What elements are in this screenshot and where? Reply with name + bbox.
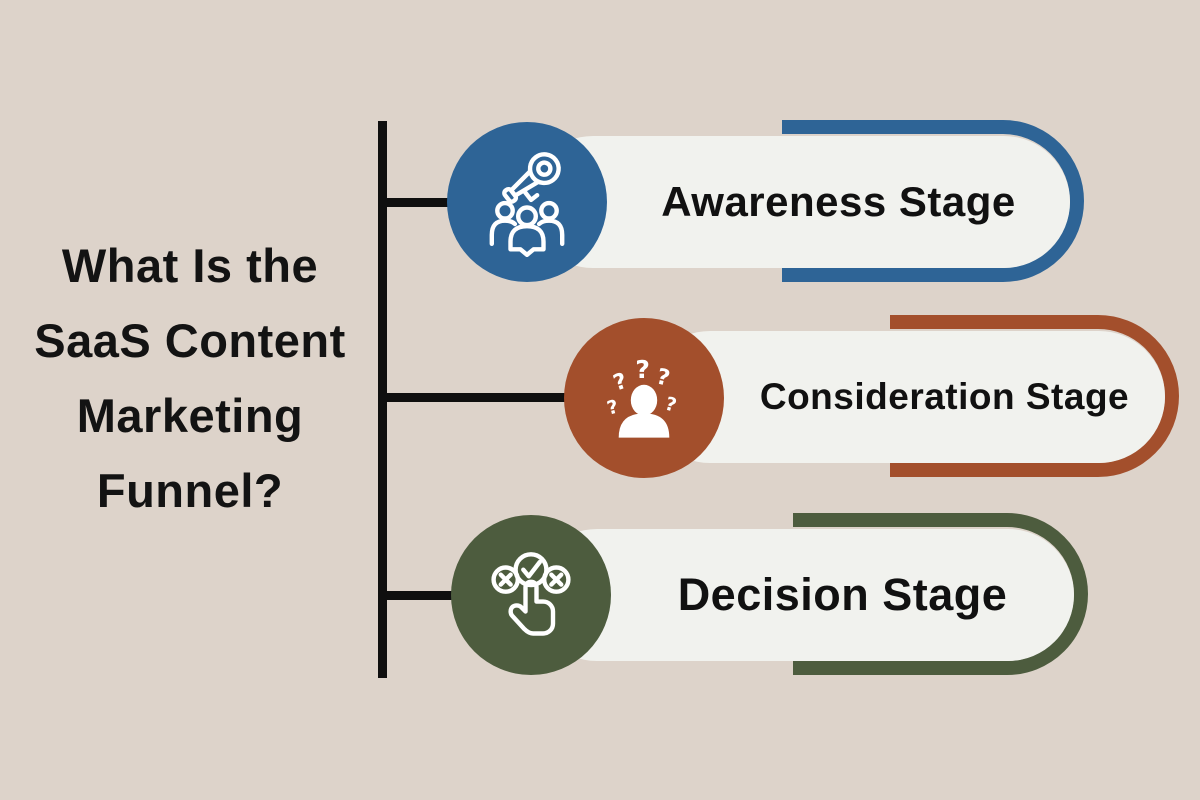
stage-icon-circle	[447, 122, 607, 282]
svg-text:?: ?	[610, 369, 630, 397]
person-question-marks-icon: ? ? ? ? ?	[605, 355, 679, 438]
choice-checkmark-hand-icon	[491, 552, 571, 636]
svg-text:?: ?	[662, 394, 678, 417]
stage-label: Consideration Stage	[759, 376, 1130, 417]
stage-label: Decision Stage	[677, 569, 1008, 620]
stage-pill-border-clip	[890, 314, 1183, 480]
stage-icon-circle: ? ? ? ? ?	[564, 318, 724, 478]
stage-pill-border-clip	[782, 119, 1088, 285]
stage-pill: Consideration Stage	[644, 331, 1165, 463]
svg-text:?: ?	[654, 365, 672, 392]
connector-branch-consideration	[380, 393, 646, 402]
stage-label: Awareness Stage	[661, 178, 1016, 225]
page-title: What Is the SaaS Content Marketing Funne…	[34, 239, 346, 517]
stage-pill-border-clip	[793, 512, 1092, 678]
svg-text:?: ?	[635, 355, 650, 384]
megaphone-crowd-icon	[489, 152, 565, 257]
svg-text:?: ?	[605, 397, 621, 420]
stage-icon-circle	[451, 515, 611, 675]
stage-pill: Decision Stage	[531, 529, 1074, 661]
stage-pill: Awareness Stage	[527, 136, 1070, 268]
